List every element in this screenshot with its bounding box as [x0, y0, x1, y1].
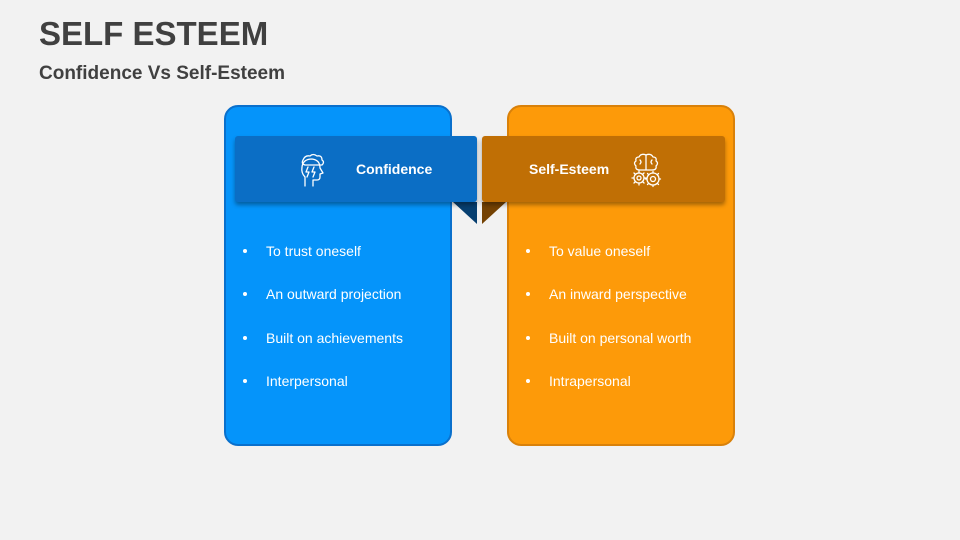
confidence-list: To trust oneself An outward projection B… [242, 239, 403, 412]
self-esteem-banner: Self-Esteem [482, 136, 725, 202]
list-item-text: To value oneself [549, 243, 651, 259]
bullet-icon [526, 378, 530, 383]
list-item: To trust oneself [242, 239, 403, 282]
slide-subtitle: Confidence Vs Self-Esteem [39, 63, 286, 84]
bullet-icon [243, 249, 247, 253]
confidence-banner-fold [453, 202, 477, 224]
list-item-text: An inward perspective [549, 286, 687, 303]
list-item-text: Built on achievements [266, 329, 403, 346]
confidence-heading: Confidence [356, 161, 433, 177]
bullet-icon [243, 378, 247, 383]
list-item: To value oneself [525, 239, 691, 282]
list-item: Built on personal worth [525, 326, 691, 369]
list-item: An outward projection [242, 282, 403, 325]
self-esteem-list: To value oneself An inward perspective B… [525, 239, 691, 412]
list-item: Intrapersonal [525, 369, 691, 412]
slide-title: SELF ESTEEM [39, 15, 269, 52]
list-item-text: To trust oneself [266, 243, 361, 259]
self-esteem-heading: Self-Esteem [529, 161, 610, 177]
list-item-text: Intrapersonal [549, 372, 631, 389]
bullet-icon [526, 249, 530, 253]
brain-gear-icon [627, 151, 665, 189]
list-item-text: An outward projection [266, 286, 402, 303]
self-esteem-banner-fold [482, 202, 506, 224]
list-item: An inward perspective [525, 282, 691, 325]
bullet-icon [526, 335, 530, 340]
bullet-icon [526, 292, 530, 297]
bullet-icon [243, 335, 247, 340]
confidence-banner: Confidence [235, 136, 477, 202]
list-item: Interpersonal [242, 369, 403, 412]
list-item-text: Built on personal worth [549, 329, 692, 346]
list-item: Built on achievements [242, 326, 403, 369]
bullet-icon [243, 292, 247, 297]
list-item-text: Interpersonal [266, 372, 348, 389]
head-lightning-icon [293, 151, 331, 189]
